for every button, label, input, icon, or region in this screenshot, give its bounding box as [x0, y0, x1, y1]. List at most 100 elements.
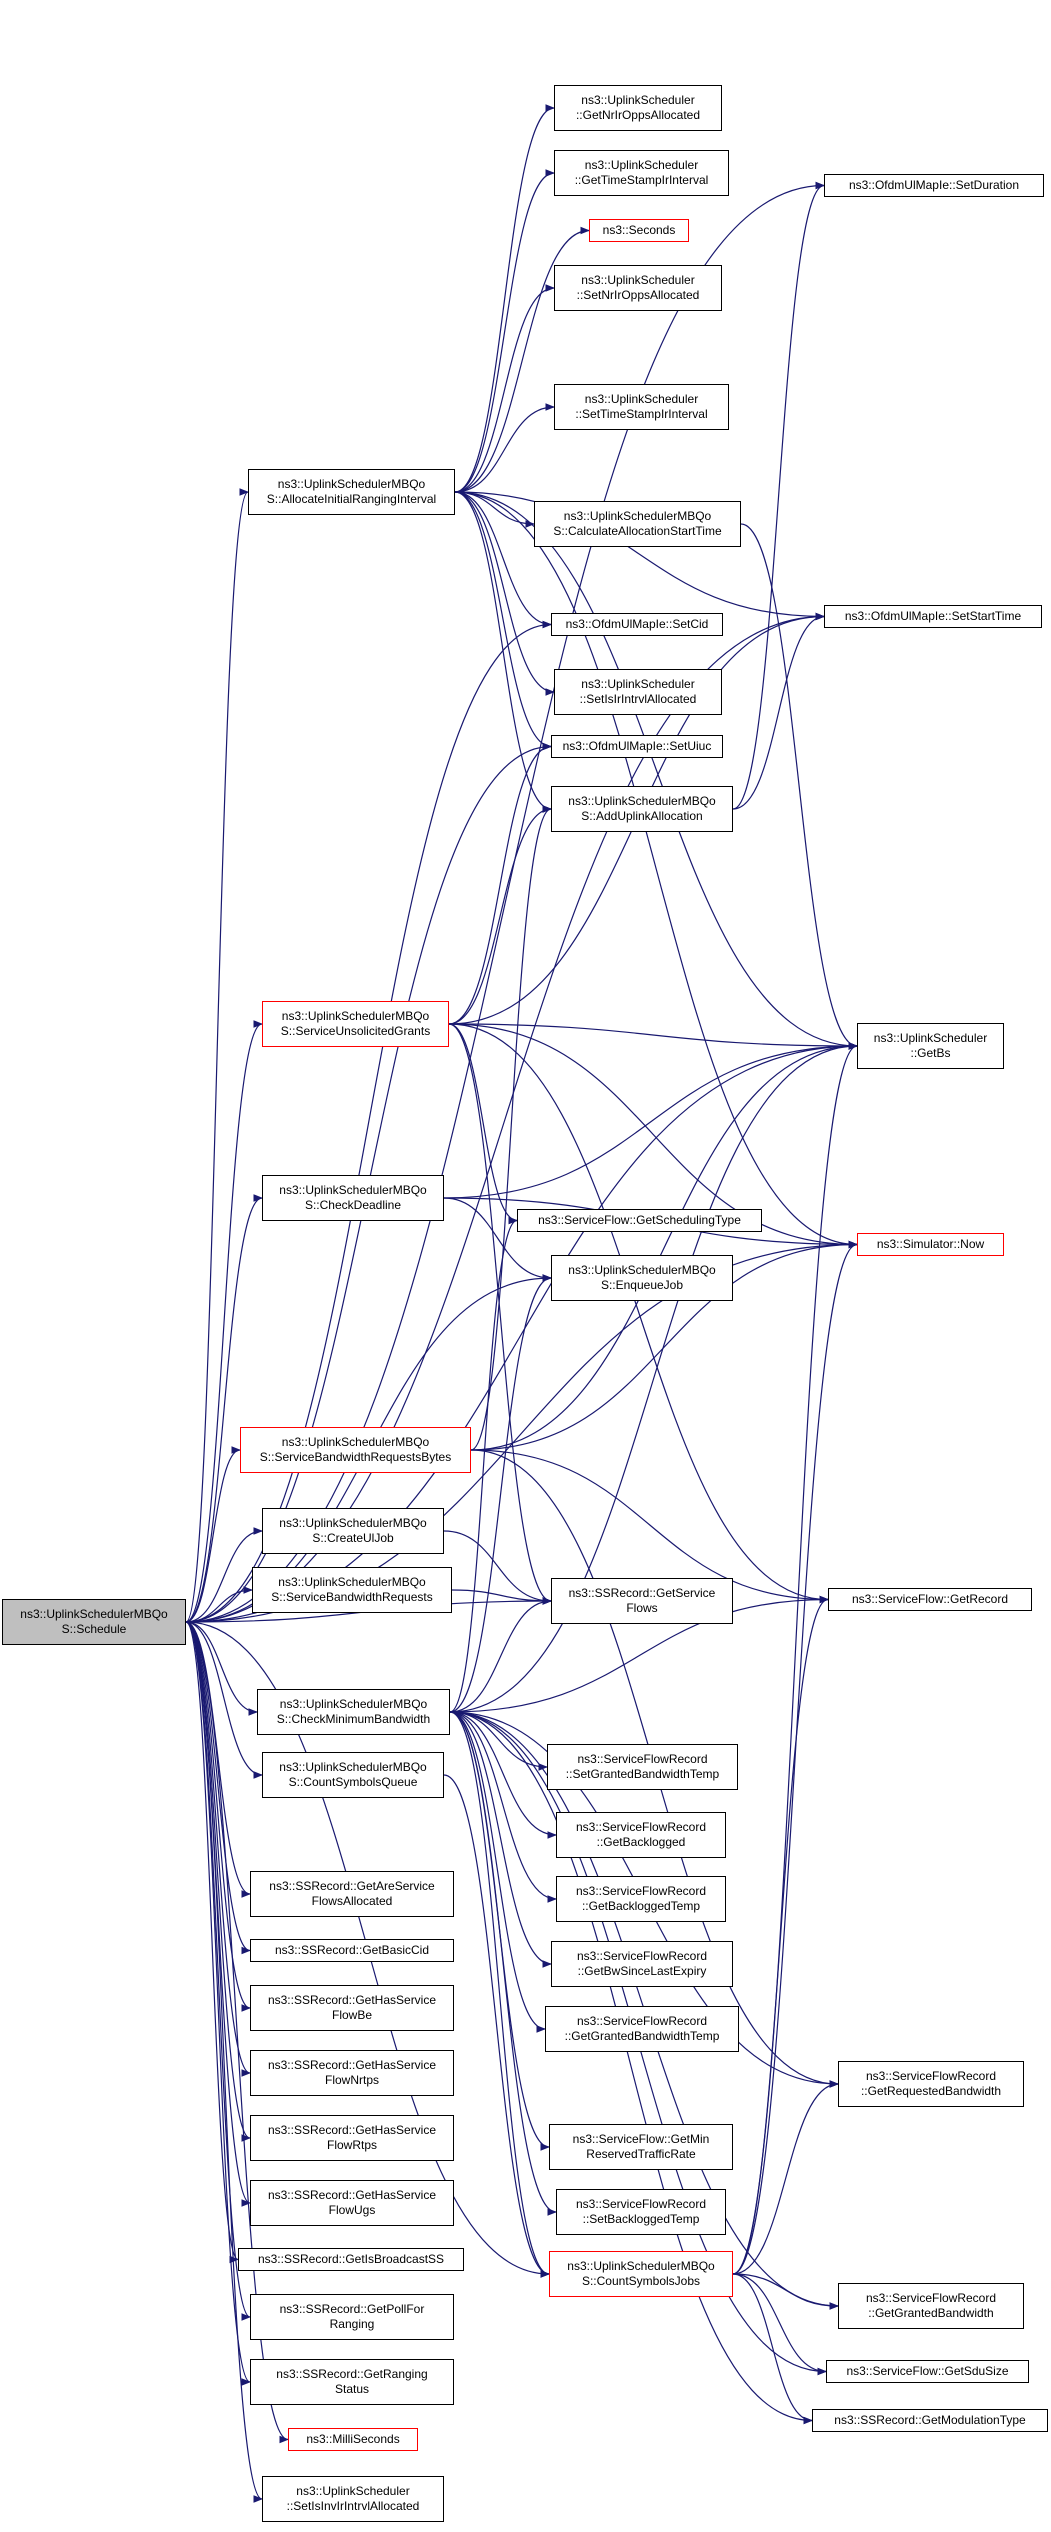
edge-allocate-initial-ranging-interval-to-get-time-stamp-ir-interval [454, 169, 555, 493]
node-label: ::GetBs [910, 1046, 951, 1060]
edge-check-minimum-bandwidth-to-get-bs [449, 1042, 858, 1713]
node-label: ::GetNrIrOppsAllocated [575, 108, 701, 122]
edge-count-symbols-jobs-to-simulator-now [732, 1240, 858, 2275]
node-get-is-broadcast-ss[interactable]: ns3::SSRecord::GetIsBroadcastSS [238, 2248, 464, 2271]
node-get-basic-cid[interactable]: ns3::SSRecord::GetBasicCid [250, 1939, 454, 1962]
node-set-time-stamp-ir-interval[interactable]: ns3::UplinkScheduler::SetTimeStampIrInte… [554, 384, 729, 430]
node-label: ns3::ServiceFlowRecord [865, 2291, 997, 2305]
node-label: ns3::ServiceFlowRecord [575, 1884, 707, 1898]
node-label: ns3::UplinkScheduler [581, 677, 695, 691]
edge-service-unsolicited-grants-to-get-bs [448, 1023, 858, 1050]
node-set-nrlr-opps-allocated[interactable]: ns3::UplinkScheduler::SetNrIrOppsAllocat… [554, 265, 722, 311]
edge-count-symbols-jobs-to-get-modulation-type [732, 2273, 813, 2425]
edge-schedule-to-allocate-initial-ranging-interval [185, 488, 249, 1623]
node-get-nrlr-opps-allocated[interactable]: ns3::UplinkScheduler::GetNrIrOppsAllocat… [554, 85, 722, 131]
node-label: ns3::ServiceFlow::GetSchedulingType [538, 1213, 741, 1227]
node-get-backlogged[interactable]: ns3::ServiceFlowRecord::GetBacklogged [556, 1812, 726, 1858]
edge-service-bandwidth-requests-bytes-to-get-bs [470, 1042, 858, 1451]
node-set-backlogged-temp[interactable]: ns3::ServiceFlowRecord::SetBackloggedTem… [556, 2189, 726, 2235]
node-label: ::SetNrIrOppsAllocated [576, 288, 700, 302]
node-set-granted-bandwidth-temp[interactable]: ns3::ServiceFlowRecord::SetGrantedBandwi… [547, 1744, 738, 1790]
edge-count-symbols-jobs-to-get-granted-bandwidth [732, 2273, 839, 2310]
node-label: ns3::ServiceFlowRecord [576, 1949, 708, 1963]
edge-allocate-initial-ranging-interval-to-seconds [454, 226, 590, 493]
node-label: ns3::SSRecord::GetAreService [269, 1879, 435, 1893]
edge-service-bandwidth-requests-bytes-to-get-record [470, 1449, 829, 1604]
node-get-sdu-size[interactable]: ns3::ServiceFlow::GetSduSize [826, 2360, 1029, 2383]
node-get-modulation-type[interactable]: ns3::SSRecord::GetModulationType [812, 2409, 1048, 2432]
node-set-cid[interactable]: ns3::OfdmUlMapIe::SetCid [551, 613, 723, 636]
node-get-bs[interactable]: ns3::UplinkScheduler::GetBs [857, 1023, 1004, 1069]
node-label: ns3::SSRecord::GetService [568, 1586, 716, 1600]
node-label: ns3::SSRecord::GetBasicCid [274, 1943, 430, 1957]
node-label: ::GetBwSinceLastExpiry [577, 1964, 707, 1978]
node-get-granted-bandwidth-temp[interactable]: ns3::ServiceFlowRecord::GetGrantedBandwi… [545, 2006, 739, 2052]
node-simulator-now[interactable]: ns3::Simulator::Now [857, 1233, 1004, 1256]
edge-schedule-to-service-bandwidth-requests [185, 1586, 253, 1623]
node-label: ns3::SSRecord::GetHasService [267, 2188, 437, 2202]
node-label: FlowNrtps [324, 2073, 379, 2087]
node-label: FlowUgs [328, 2203, 376, 2217]
node-get-granted-bandwidth[interactable]: ns3::ServiceFlowRecord::GetGrantedBandwi… [838, 2283, 1024, 2329]
node-get-scheduling-type[interactable]: ns3::ServiceFlow::GetSchedulingType [517, 1209, 762, 1232]
node-label: ::SetBackloggedTemp [582, 2212, 700, 2226]
node-label: ns3::UplinkSchedulerMBQo [567, 2259, 715, 2273]
node-label: ns3::UplinkSchedulerMBQo [279, 1183, 427, 1197]
edge-create-ul-job-to-get-service-flows [443, 1530, 552, 1605]
node-set-duration[interactable]: ns3::OfdmUlMapIe::SetDuration [824, 174, 1044, 197]
node-get-bw-since-last-expiry[interactable]: ns3::ServiceFlowRecord::GetBwSinceLastEx… [551, 1941, 733, 1987]
node-label: S::ServiceUnsolicitedGrants [280, 1024, 431, 1038]
node-label: ns3::SSRecord::GetIsBroadcastSS [257, 2252, 445, 2266]
edge-check-minimum-bandwidth-to-get-granted-bandwidth-temp [449, 1711, 546, 2033]
node-get-record[interactable]: ns3::ServiceFlow::GetRecord [828, 1588, 1032, 1611]
node-get-time-stamp-ir-interval[interactable]: ns3::UplinkScheduler::GetTimeStampIrInte… [554, 150, 729, 196]
node-get-requested-bandwidth[interactable]: ns3::ServiceFlowRecord::GetRequestedBand… [838, 2061, 1024, 2107]
node-label: Ranging [329, 2317, 375, 2331]
node-set-is-inv-ir-intrvl-allocated[interactable]: ns3::UplinkScheduler::SetIsInvIrIntrvlAl… [262, 2476, 444, 2522]
edge-schedule-to-get-has-service-flow-be [185, 1621, 251, 2012]
node-label: ns3::UplinkSchedulerMBQo [277, 477, 426, 491]
node-label: FlowBe [331, 2008, 372, 2022]
node-set-uiuc[interactable]: ns3::OfdmUlMapIe::SetUiuc [551, 735, 723, 758]
node-label: S::AllocateInitialRangingInterval [266, 492, 437, 506]
edge-check-minimum-bandwidth-to-get-backlogged [449, 1711, 557, 1839]
node-label: FlowRtps [326, 2138, 377, 2152]
edge-service-unsolicited-grants-to-get-service-flows [448, 1023, 552, 1605]
node-get-backlogged-temp[interactable]: ns3::ServiceFlowRecord::GetBackloggedTem… [556, 1876, 726, 1922]
node-set-start-time[interactable]: ns3::OfdmUlMapIe::SetStartTime [824, 605, 1042, 628]
node-label: ns3::UplinkSchedulerMBQo [20, 1607, 168, 1621]
node-label: ns3::UplinkScheduler [584, 158, 699, 172]
node-label: S::CountSymbolsQueue [288, 1775, 418, 1789]
node-seconds[interactable]: ns3::Seconds [589, 219, 689, 242]
edge-allocate-initial-ranging-interval-to-get-bs [454, 491, 858, 1050]
edge-schedule-to-get-has-service-flow-ugs [185, 1621, 251, 2207]
edge-check-deadline-to-get-bs [443, 1042, 858, 1199]
node-set-is-ir-intrvl-allocated[interactable]: ns3::UplinkScheduler::SetIsIrIntrvlAlloc… [554, 669, 722, 715]
node-label: Flows [626, 1601, 658, 1615]
edge-schedule-to-get-poll-for-ranging [185, 1621, 251, 2321]
edge-allocate-initial-ranging-interval-to-set-cid [454, 491, 552, 629]
node-milliseconds[interactable]: ns3::MilliSeconds [288, 2428, 418, 2451]
